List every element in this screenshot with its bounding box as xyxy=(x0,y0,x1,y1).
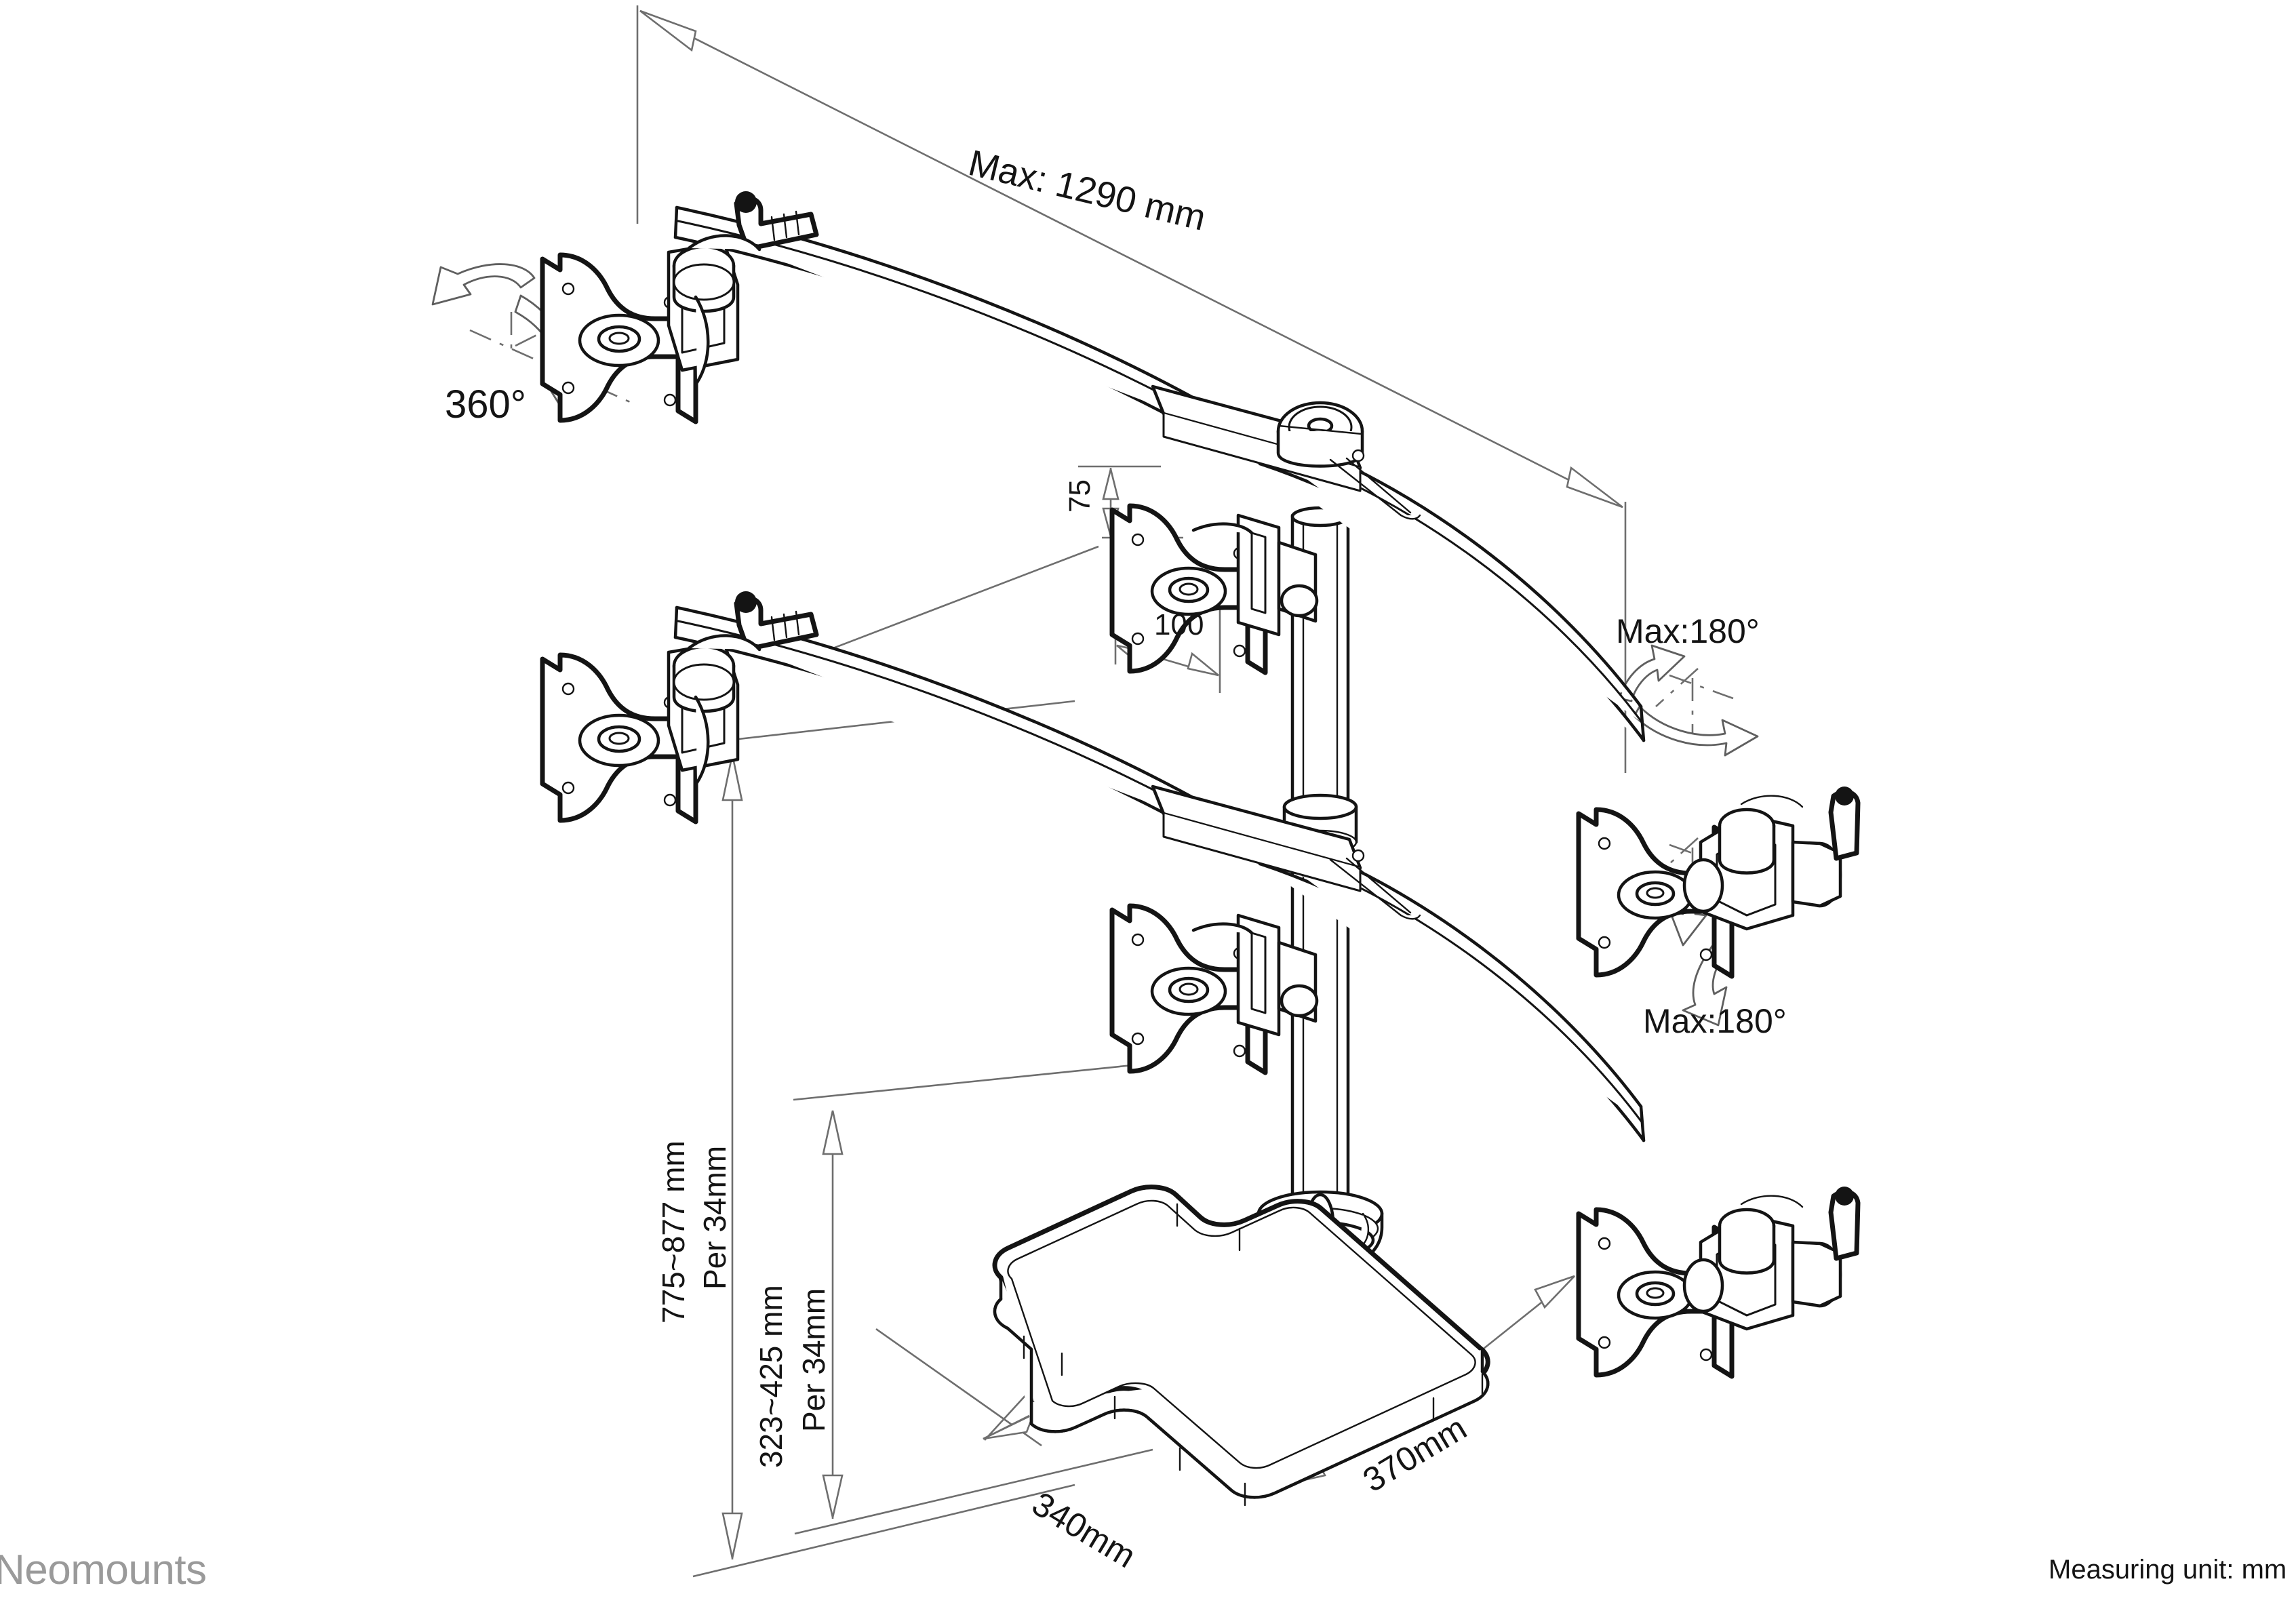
dimension-max-width xyxy=(636,5,1627,773)
label-height-upper-step: Per 34mm xyxy=(697,1145,732,1290)
monitor-head-mid-left xyxy=(542,591,819,822)
label-swivel-lower: Max:180° xyxy=(1643,1002,1787,1040)
label-height-lower: 323~425 mm xyxy=(753,1285,789,1468)
label-height-lower-step: Per 34mm xyxy=(796,1288,831,1432)
label-swivel-upper: Max:180° xyxy=(1616,612,1760,650)
dimension-height-lower xyxy=(793,1062,1153,1535)
lower-center-hub xyxy=(1151,784,1421,920)
label-height-upper: 775~877 mm xyxy=(656,1140,691,1324)
monitor-head-top-left xyxy=(542,191,819,422)
upper-right-arm xyxy=(1258,428,1646,742)
label-rotation-360: 360° xyxy=(445,382,526,426)
upper-center-hub xyxy=(1151,384,1421,520)
label-vesa-100: 100 xyxy=(1154,608,1204,641)
brand-logo: Neomounts xyxy=(0,1547,207,1593)
monitor-head-right-upper xyxy=(1579,787,1861,976)
lower-center-vesa-head xyxy=(1112,906,1319,1073)
lower-arm-assembly xyxy=(673,605,1646,1142)
monitor-head-right-lower xyxy=(1579,1187,1861,1376)
label-vesa-75: 75 xyxy=(1063,479,1096,513)
rotation-indicator-180-upper xyxy=(1618,644,1759,757)
upper-arm-assembly xyxy=(673,205,1646,742)
dimension-height-upper xyxy=(690,700,1075,1578)
base-plate xyxy=(992,1185,1490,1507)
label-measuring-unit: Measuring unit: mm xyxy=(2048,1555,2287,1585)
upper-center-vesa-head xyxy=(1112,506,1319,673)
